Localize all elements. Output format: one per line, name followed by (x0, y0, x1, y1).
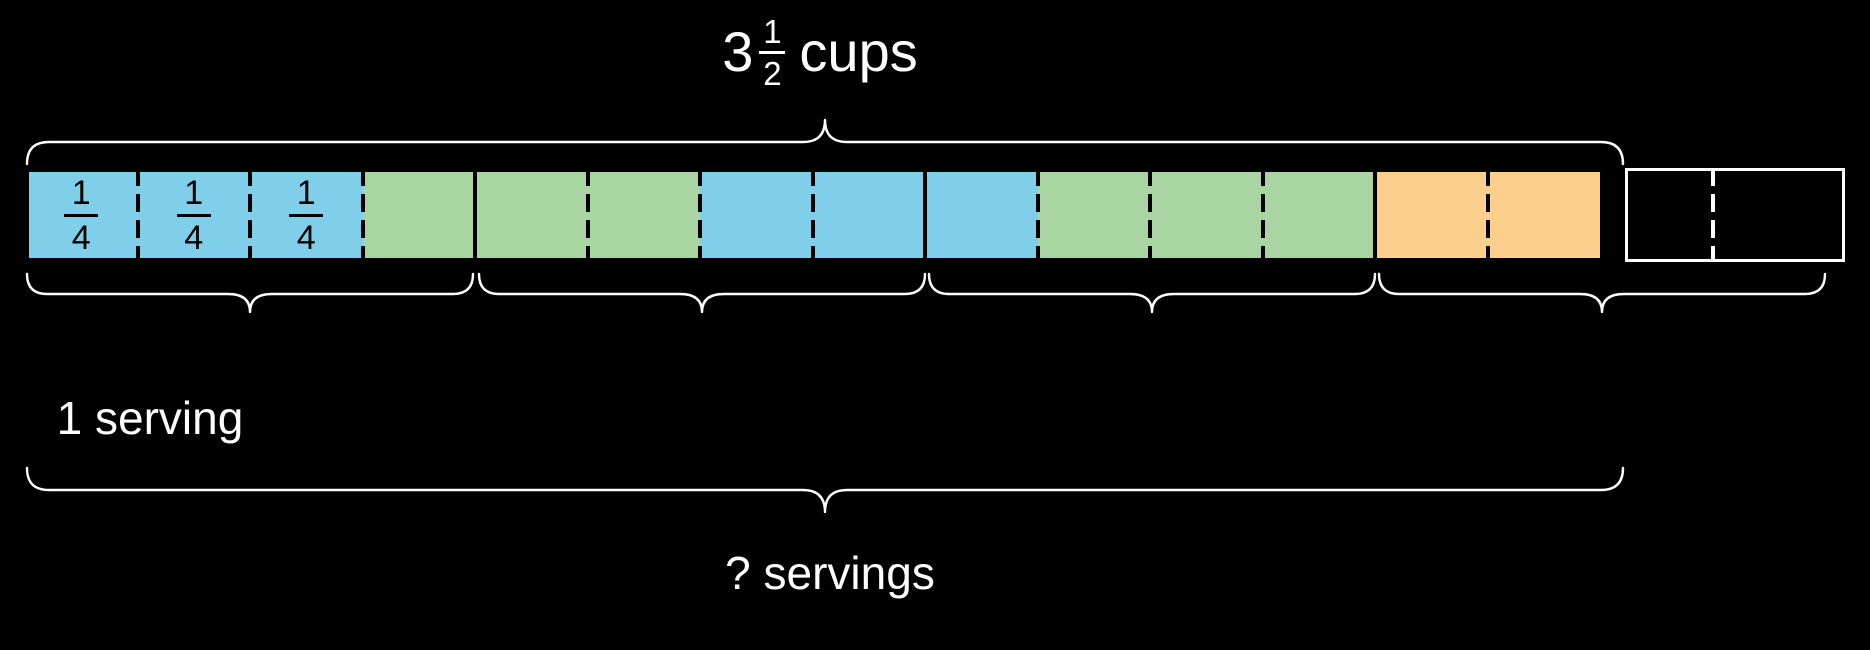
cell-divider-dashed (1148, 168, 1152, 262)
bottom-total-brace (25, 466, 1625, 514)
one-serving-label: 1 serving (56, 392, 244, 444)
cell-fraction-label: 1 4 (250, 168, 363, 262)
fraction-denominator: 2 (763, 55, 782, 92)
cell-divider-dashed (810, 168, 815, 262)
question-servings-label: ? servings (725, 547, 935, 599)
fraction-bar (289, 213, 324, 217)
cell-fraction-label: 1 4 (138, 168, 251, 262)
cell-divider-dashed (1485, 168, 1490, 262)
tape-cell[interactable] (362, 168, 475, 262)
unit-label: cups (799, 19, 918, 83)
tape-cell[interactable] (925, 168, 1038, 262)
cell-divider-dashed (1260, 168, 1265, 262)
fraction-numerator: 1 (71, 173, 91, 212)
mixed-number: 3 1 2 (722, 13, 786, 92)
group-divider (1373, 168, 1377, 262)
tape-cell[interactable] (812, 168, 925, 262)
cell-divider-dashed (1035, 168, 1040, 262)
whole-number: 3 (722, 19, 754, 83)
top-brace (25, 118, 1625, 166)
top-measurement-label: 3 1 2 cups (0, 13, 1640, 92)
serving-brace-4 (1377, 272, 1827, 314)
tape-cell[interactable] (475, 168, 588, 262)
tape-cell[interactable] (1150, 168, 1263, 262)
fraction-bar (176, 213, 211, 217)
group-divider (473, 168, 477, 262)
fraction-bar (759, 51, 786, 54)
tape-frame-filled (25, 168, 1625, 262)
serving-brace-2 (477, 272, 927, 314)
serving-brace-3 (927, 272, 1377, 314)
cell-divider-dashed (248, 168, 252, 262)
tape-cell[interactable] (1037, 168, 1150, 262)
tape-bar: 1 4 1 4 1 4 (25, 168, 1845, 262)
tape-cell[interactable] (1375, 168, 1488, 262)
fraction-denominator: 4 (184, 218, 204, 257)
cell-divider-dashed (360, 168, 365, 262)
fraction-numerator: 1 (184, 173, 204, 212)
fraction-one-half: 1 2 (759, 13, 786, 92)
cell-fraction-label: 1 4 (25, 168, 138, 262)
tape-cell[interactable] (587, 168, 700, 262)
fraction-bar (64, 213, 99, 217)
cell-divider-dashed (135, 168, 140, 262)
tape-cell[interactable] (700, 168, 813, 262)
group-divider (923, 168, 927, 262)
cell-divider-dashed (585, 168, 590, 262)
cell-divider-dashed (1710, 168, 1715, 262)
serving-brace-1 (25, 272, 475, 314)
cell-divider-dashed (698, 168, 702, 262)
fraction-denominator: 4 (296, 218, 316, 257)
fraction-numerator: 1 (296, 173, 316, 212)
tape-cell[interactable] (1487, 168, 1600, 262)
tape-cell-row (25, 168, 1825, 262)
fraction-denominator: 4 (71, 218, 91, 257)
fraction-numerator: 1 (763, 13, 782, 50)
tape-frame-empty (1625, 168, 1845, 262)
tape-cell[interactable] (1262, 168, 1375, 262)
